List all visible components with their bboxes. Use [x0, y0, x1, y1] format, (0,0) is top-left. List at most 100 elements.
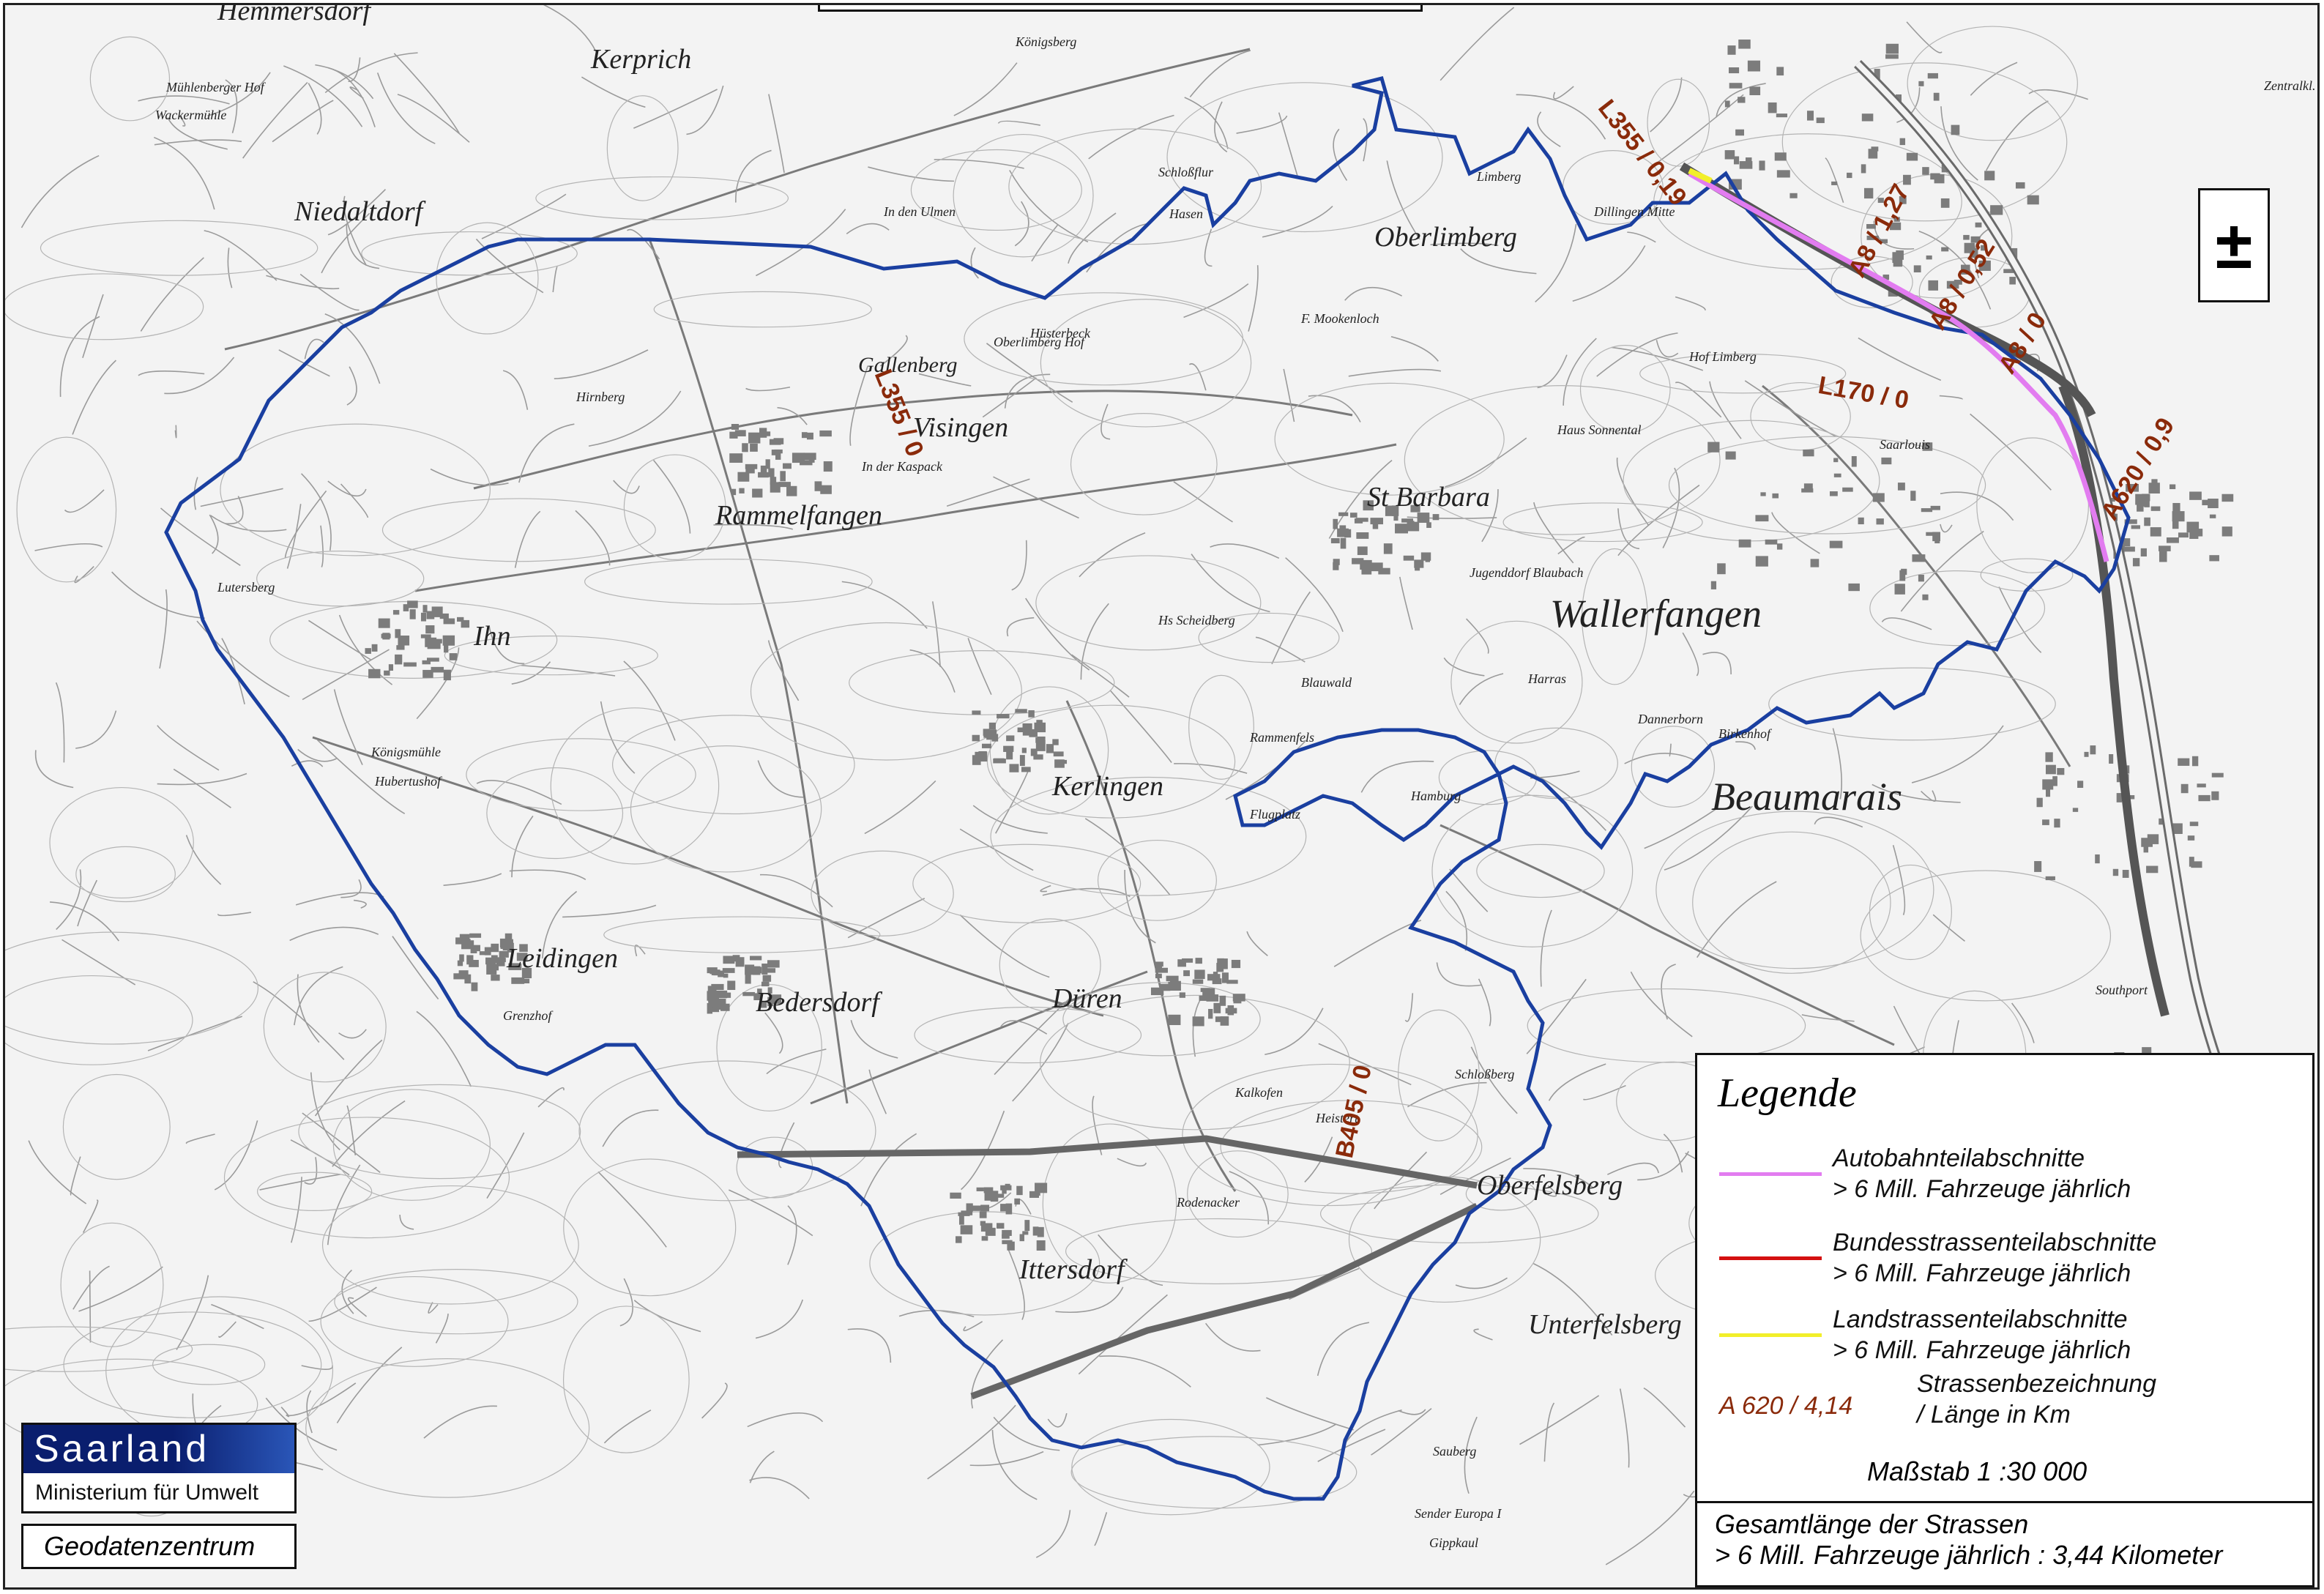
legend-swatch: [1719, 1333, 1822, 1337]
field-line: [766, 1049, 827, 1075]
legend-label-desc-unit: / Länge in Km: [1917, 1401, 2071, 1429]
field-line: [597, 1171, 667, 1248]
field-line: [1184, 97, 1229, 149]
building: [2209, 555, 2219, 562]
field-line: [82, 1199, 99, 1233]
place-label: Kalkofen: [1235, 1085, 1283, 1100]
contour: [1071, 1418, 1270, 1516]
building: [1000, 1204, 1008, 1212]
building: [511, 977, 525, 984]
field-line: [2028, 89, 2088, 100]
place-label: Harras: [1528, 671, 1567, 686]
field-line: [847, 1328, 892, 1363]
building: [507, 942, 514, 953]
building: [767, 960, 780, 968]
field-line: [759, 874, 833, 908]
building: [711, 970, 717, 975]
building: [443, 669, 451, 681]
building: [1155, 973, 1162, 979]
field-line: [1094, 1512, 1108, 1546]
field-line: [1473, 1328, 1493, 1341]
building: [1912, 554, 1926, 562]
field-line: [430, 468, 509, 486]
building: [1759, 160, 1765, 171]
field-line: [1100, 403, 1111, 440]
building: [1232, 994, 1245, 1002]
building: [2123, 546, 2135, 552]
field-line: [1465, 618, 1489, 654]
building: [711, 983, 724, 991]
building: [1053, 751, 1064, 757]
contour: [849, 650, 1115, 715]
field-line: [185, 835, 222, 885]
base-road: [414, 443, 1397, 592]
building: [765, 459, 770, 469]
field-line: [934, 159, 1024, 169]
place-label: Hemmersdorf: [217, 3, 370, 26]
contour: [1668, 436, 1986, 535]
legend-swatch: [1719, 1172, 1822, 1176]
building: [1183, 970, 1190, 977]
field-line: [140, 257, 204, 332]
building: [1022, 1231, 1029, 1235]
field-line: [619, 1278, 633, 1327]
field-line: [849, 365, 869, 446]
contour: [623, 454, 726, 561]
field-line: [994, 998, 1070, 1076]
building: [1212, 978, 1222, 985]
legend-item-label: Landstrassenteilabschnitte: [1833, 1306, 2128, 1333]
field-line: [756, 209, 846, 277]
building: [381, 633, 391, 638]
place-label: Southport: [2096, 983, 2148, 997]
field-line: [176, 1275, 209, 1350]
building: [761, 981, 770, 987]
contour: [62, 1073, 171, 1180]
field-line: [747, 1412, 824, 1428]
field-line: [749, 1450, 775, 1483]
building: [761, 963, 768, 975]
legend-item-sub: > 6 Mill. Fahrzeuge jährlich: [1833, 1259, 2131, 1287]
field-line: [423, 1405, 497, 1439]
building: [801, 432, 808, 439]
field-line: [1246, 931, 1268, 957]
field-line: [78, 1266, 163, 1312]
place-label: Dannerborn: [1638, 712, 1703, 726]
field-line: [324, 52, 418, 94]
field-line: [302, 649, 390, 701]
place-label: Kerlingen: [1052, 771, 1163, 802]
building: [1339, 525, 1347, 532]
field-line: [1892, 845, 1906, 915]
building: [1776, 543, 1783, 550]
field-line: [1078, 1294, 1168, 1375]
contour: [535, 176, 789, 220]
title-bar-stub: [818, 5, 1423, 12]
field-line: [1872, 783, 1961, 803]
building: [1006, 749, 1013, 760]
field-line: [1183, 283, 1249, 319]
building: [1179, 992, 1185, 998]
field-line: [1006, 617, 1035, 637]
building: [2126, 484, 2139, 492]
field-line: [1443, 657, 1485, 677]
building: [2189, 857, 2194, 867]
field-line: [1735, 741, 1756, 751]
map-canvas: [5, 5, 2317, 1587]
building: [1724, 150, 1735, 160]
contour: [486, 767, 624, 860]
place-label: F. Mookenloch: [1301, 311, 1379, 326]
field-line: [602, 1109, 659, 1147]
building: [422, 669, 433, 678]
contour: [1692, 831, 1891, 974]
field-line: [297, 748, 337, 762]
contour: [1062, 982, 1261, 1057]
building: [427, 638, 441, 649]
field-line: [346, 366, 357, 406]
building: [1738, 40, 1751, 49]
field-line: [1543, 1402, 1555, 1462]
place-label: Wallerfangen: [1550, 592, 1762, 636]
contour: [953, 133, 1094, 258]
building: [770, 994, 782, 1005]
building: [729, 431, 738, 439]
field-line: [652, 460, 691, 534]
contour: [466, 738, 696, 811]
